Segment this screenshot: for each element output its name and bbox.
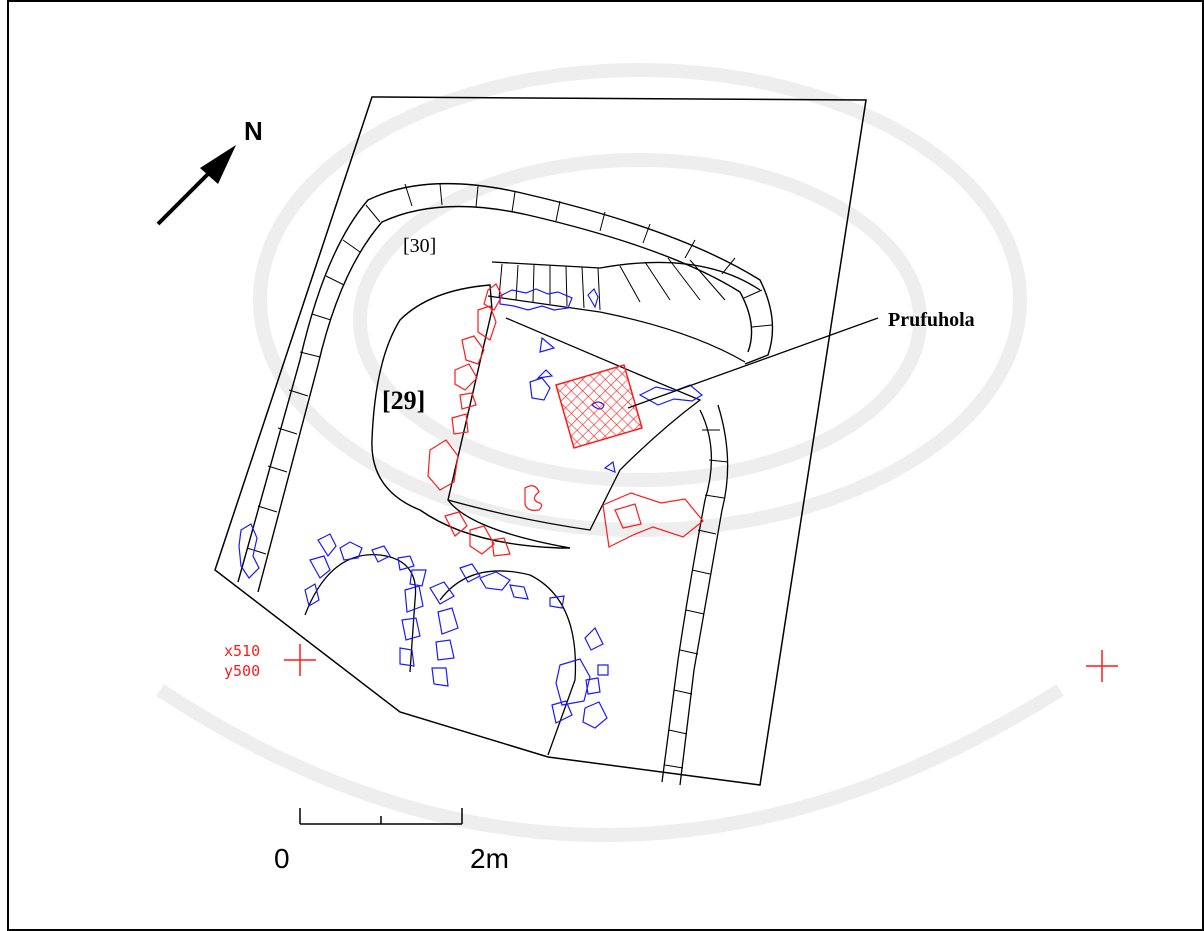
test-pit-label: Prufuhola <box>888 309 975 331</box>
north-arrow-icon <box>156 145 236 226</box>
test-pit-leader-line <box>627 317 879 409</box>
wall-arcs <box>304 554 577 756</box>
grid-marker-y-label: y500 <box>224 662 260 680</box>
page-border <box>7 0 1204 931</box>
feature-29-inner-edge <box>447 317 702 531</box>
test-pit <box>555 364 643 449</box>
north-label: N <box>244 116 263 146</box>
crosshair-icon <box>284 644 316 676</box>
grid-marker-x-label: x510 <box>224 642 260 660</box>
scale-bar-end-label: 2m <box>470 843 509 874</box>
context-29-label: [29] <box>382 386 425 415</box>
stones-red <box>427 283 704 557</box>
stones-blue <box>238 287 704 729</box>
scale-bar <box>299 808 463 825</box>
crosshair-icon-right <box>1086 650 1118 682</box>
feature-29-outline <box>371 284 571 549</box>
watermark <box>156 63 1064 842</box>
context-30-label: [30] <box>403 235 436 257</box>
cut-edge-outer <box>237 182 774 593</box>
cut-edge-right <box>661 404 729 786</box>
excavation-boundary <box>214 96 867 786</box>
scale-bar-start-label: 0 <box>274 843 290 874</box>
